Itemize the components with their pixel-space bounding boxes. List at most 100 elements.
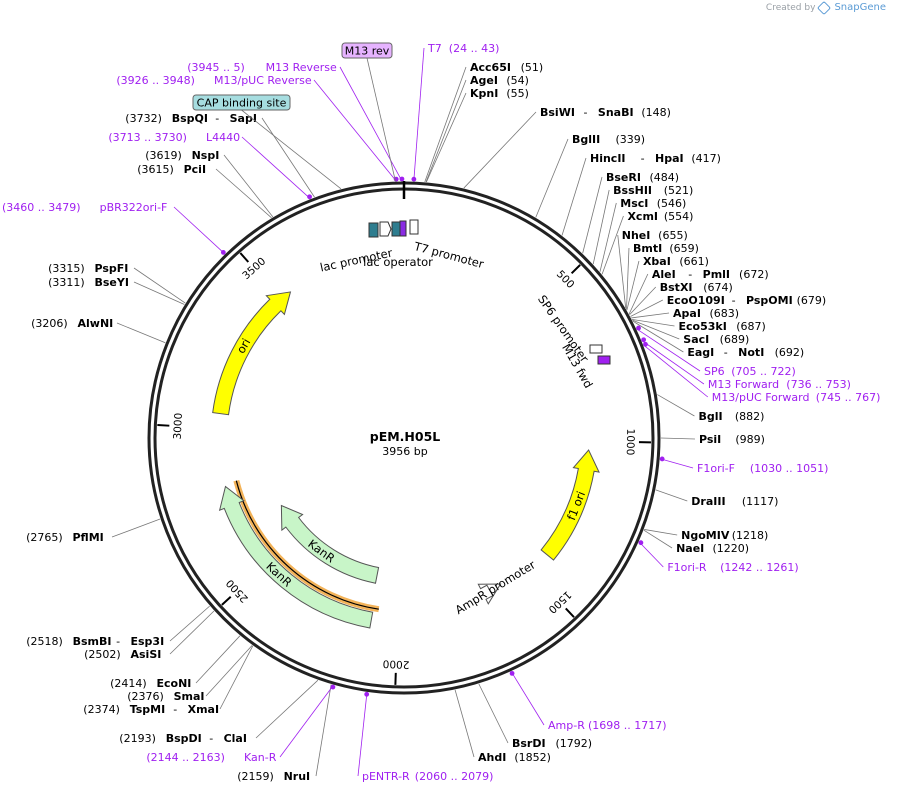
small-feature-lac-operator-mark: [391, 221, 401, 237]
label-17-part-0: ApaI: [673, 307, 701, 320]
leader-16: [630, 299, 663, 317]
label-2-part-0: AgeI: [470, 74, 498, 87]
label-37-part-3: ClaI: [224, 732, 247, 745]
leader-26: [660, 458, 694, 469]
leader-49: [223, 154, 274, 218]
label-21-part-0: SP6: [704, 365, 725, 378]
primer-site-mark-23: [643, 341, 648, 347]
small-feature-lac-operator-label: lac operator: [363, 255, 433, 269]
boxed-label-m13-rev: M13 rev: [345, 45, 390, 58]
kanr-highlight-line: [235, 480, 379, 610]
label-38: (2374)TspMI-XmaI: [83, 703, 219, 716]
leader-36: [279, 684, 334, 758]
leader-3: [426, 92, 467, 183]
tick-mark-500: [570, 264, 581, 275]
label-9-part-1: (546): [657, 197, 687, 210]
leader-39: [205, 645, 253, 697]
label-20-part-0: EagI: [687, 346, 714, 359]
leader-51: [261, 117, 315, 198]
leader-32: [478, 683, 509, 744]
label-33-part-1: (1852): [514, 751, 551, 764]
leader-50: [241, 136, 311, 199]
label-35-part-1: NruI: [284, 770, 311, 783]
label-36-part-1: Kan-R: [244, 751, 277, 764]
label-34-part-0: pENTR-R: [362, 770, 410, 783]
label-10: XcmI (554): [627, 210, 693, 223]
label-40-part-1: EcoNI: [157, 677, 192, 690]
label-27-part-1: (1117): [742, 495, 779, 508]
label-2-part-1: (54): [506, 74, 529, 87]
label-6-part-1: -: [641, 152, 645, 165]
leader-30: [638, 541, 664, 568]
small-feature-m13-fwd-mark: [597, 355, 611, 365]
label-20-part-3: (692): [775, 346, 805, 359]
label-47-part-1: pBR322ori-F: [100, 201, 168, 214]
tick-label-1000: 1000: [624, 428, 636, 455]
boxed-label-cap-binding-site: CAP binding site: [197, 97, 287, 110]
label-6-part-0: HincII: [590, 152, 626, 165]
label-29-part-0: NaeI: [676, 542, 704, 555]
label-16: EcoO109I-PspOMI(679): [667, 294, 826, 307]
primer-site-mark-22: [641, 337, 647, 343]
boxed-leader-1: [241, 109, 342, 190]
leader-28: [644, 529, 678, 536]
label-14: AleI-PmlI(672): [652, 268, 769, 281]
label-15-part-1: (674): [703, 281, 733, 294]
label-23-part-1: (745 .. 767): [816, 391, 881, 404]
label-11: NheI(655): [622, 229, 688, 242]
boxed-leader-0: [366, 57, 396, 182]
label-28-part-1: (1218): [732, 529, 769, 542]
label-52-part-1: M13/pUC Reverse: [214, 74, 312, 87]
label-30: F1ori-R(1242 .. 1261): [667, 561, 798, 574]
label-16-part-1: -: [732, 294, 736, 307]
label-13: XbaI(661): [643, 255, 709, 268]
label-0-part-0: T7: [427, 42, 442, 55]
label-24-part-1: (882): [735, 410, 765, 423]
feature-kanr-outer: [218, 485, 374, 629]
label-27-part-0: DraIII: [691, 495, 725, 508]
label-12: BmtI(659): [633, 242, 699, 255]
primer-site-mark-36: [330, 684, 336, 690]
label-1-part-0: Acc65I: [470, 61, 511, 74]
label-0-part-1: (24 .. 43): [449, 42, 500, 55]
label-26-part-1: (1030 .. 1051): [750, 462, 829, 475]
label-44-part-1: AlwNI: [78, 317, 114, 330]
label-31: Amp-R(1698 .. 1717): [548, 719, 667, 732]
label-5: BglII(339): [572, 133, 645, 146]
leader-29: [643, 529, 673, 549]
label-4-part-1: -: [584, 106, 588, 119]
leader-48: [215, 168, 272, 219]
label-20: EagI-NotI(692): [687, 346, 804, 359]
label-14-part-3: (672): [739, 268, 769, 281]
label-10-part-1: (554): [664, 210, 694, 223]
label-14-part-1: -: [688, 268, 692, 281]
label-41-part-0: (2502): [84, 648, 121, 661]
leader-20: [632, 320, 684, 353]
label-5-part-0: BglII: [572, 133, 600, 146]
label-33: AhdI(1852): [478, 751, 551, 764]
boxed-label-bg-0: [341, 42, 393, 59]
label-2: AgeI (54): [470, 74, 529, 87]
label-24-part-0: BglI: [698, 410, 722, 423]
boxed-label-bg-1: [192, 94, 291, 111]
tick-label-2000: 2000: [383, 657, 410, 670]
leader-34: [357, 692, 368, 777]
primer-site-mark-0: [411, 176, 417, 182]
leader-7: [582, 176, 603, 254]
label-20-part-1: -: [724, 346, 728, 359]
label-12-part-1: (659): [669, 242, 699, 255]
label-35: (2159)NruI: [237, 770, 310, 783]
label-34: pENTR-R(2060 .. 2079): [362, 770, 493, 783]
label-14-part-2: PmlI: [703, 268, 730, 281]
label-16-part-0: EcoO109I: [667, 294, 725, 307]
leader-52: [313, 79, 397, 182]
label-18: Eco53kI(687): [679, 320, 766, 333]
label-8-part-1: (521): [664, 184, 694, 197]
label-39-part-1: SmaI: [174, 690, 205, 703]
label-10-part-0: XcmI: [627, 210, 658, 223]
primer-site-mark-31: [509, 670, 515, 676]
label-51: (3732)BspQI-SapI: [125, 112, 257, 125]
label-16-part-3: (679): [797, 294, 827, 307]
label-9-part-0: MscI: [620, 197, 648, 210]
